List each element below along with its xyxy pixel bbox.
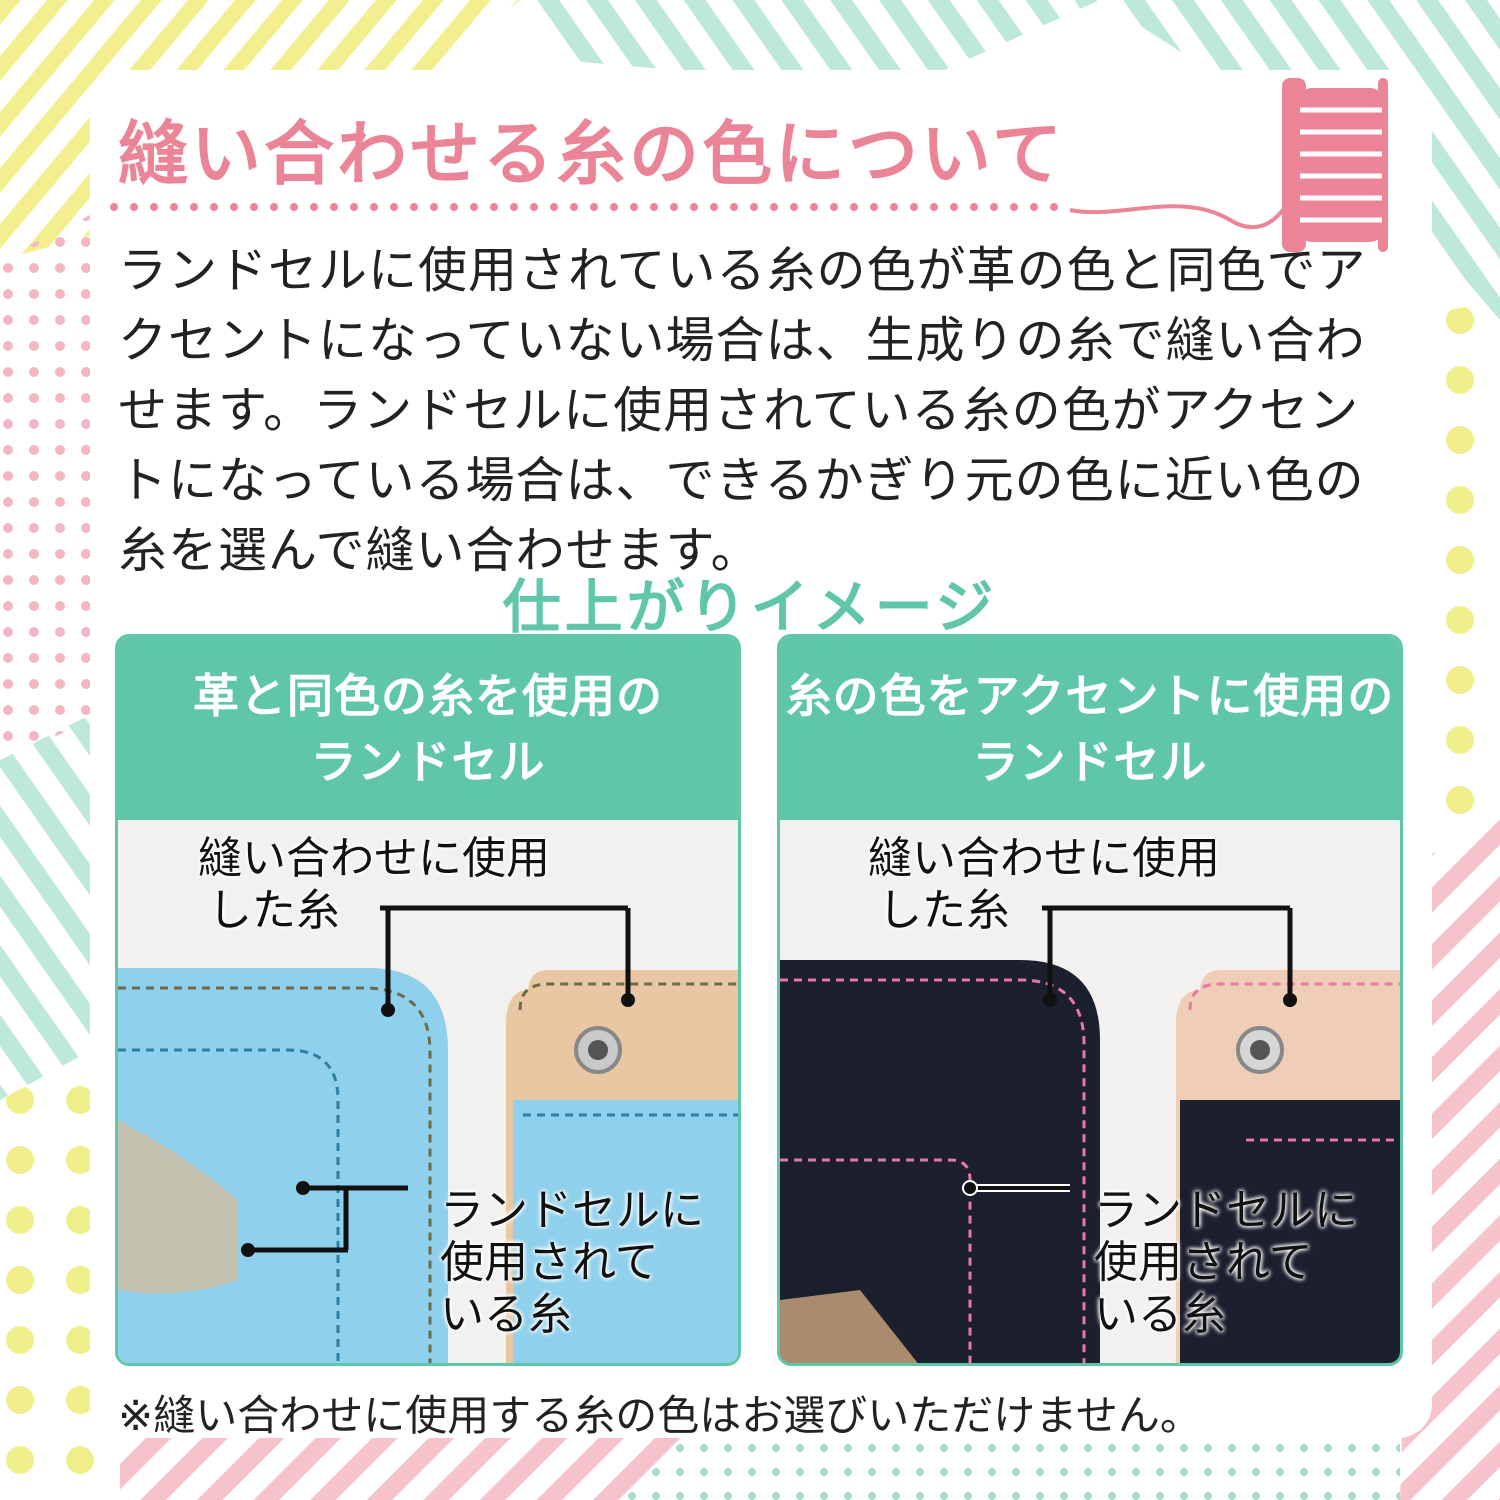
page-title: 縫い合わせる糸の色について xyxy=(118,113,1065,195)
label-original-line1: ランドセルに xyxy=(1094,1185,1358,1236)
label-original-thread: ランドセルに 使用されて いる糸 xyxy=(1094,1185,1358,1341)
card-heading-line2: ランドセル xyxy=(310,735,546,789)
label-original-line3: いる糸 xyxy=(1094,1289,1226,1340)
leather-photo xyxy=(780,820,1400,1363)
card-heading-line1: 革と同色の糸を使用の xyxy=(193,669,663,723)
label-original-line3: いる糸 xyxy=(440,1289,572,1340)
label-original-line2: 使用されて xyxy=(440,1237,659,1288)
label-original-thread: ランドセルに 使用されて いる糸 xyxy=(440,1185,704,1341)
leather-photo xyxy=(118,820,738,1363)
label-original-line2: 使用されて xyxy=(1094,1237,1313,1288)
label-stitch-line2: した糸 xyxy=(208,885,340,936)
card-accent-thread: 糸の色をアクセントに使用の ランドセル 縫い合わせに使用 した糸 ランドセルに … xyxy=(777,634,1403,1366)
dotted-divider xyxy=(110,203,1058,211)
label-original-line1: ランドセルに xyxy=(440,1185,704,1236)
card-heading-line2: ランドセル xyxy=(972,735,1208,789)
card-heading-line1: 糸の色をアクセントに使用の xyxy=(785,669,1395,723)
label-stitch-line1: 縫い合わせに使用 xyxy=(868,833,1220,884)
description-text: ランドセルに使用されている糸の色が革の色と同色でアクセントになっていない場合は、… xyxy=(118,242,1367,579)
card-same-color-thread: 革と同色の糸を使用の ランドセル 縫い合わせに使用 した糸 ランドセルに 使用さ… xyxy=(115,634,741,1366)
label-stitch-thread: 縫い合わせに使用 した糸 xyxy=(868,833,1220,937)
card-heading: 糸の色をアクセントに使用の ランドセル xyxy=(780,637,1400,820)
label-stitch-line1: 縫い合わせに使用 xyxy=(198,833,550,884)
label-stitch-line2: した糸 xyxy=(878,885,1010,936)
section-heading: 仕上がりイメージ xyxy=(502,573,998,641)
label-stitch-thread: 縫い合わせに使用 した糸 xyxy=(198,833,550,937)
thread-spool-icon xyxy=(1069,78,1388,252)
footnote: ※縫い合わせに使用する糸の色はお選びいただけません。 xyxy=(118,1391,1202,1440)
card-heading: 革と同色の糸を使用の ランドセル xyxy=(118,637,738,820)
